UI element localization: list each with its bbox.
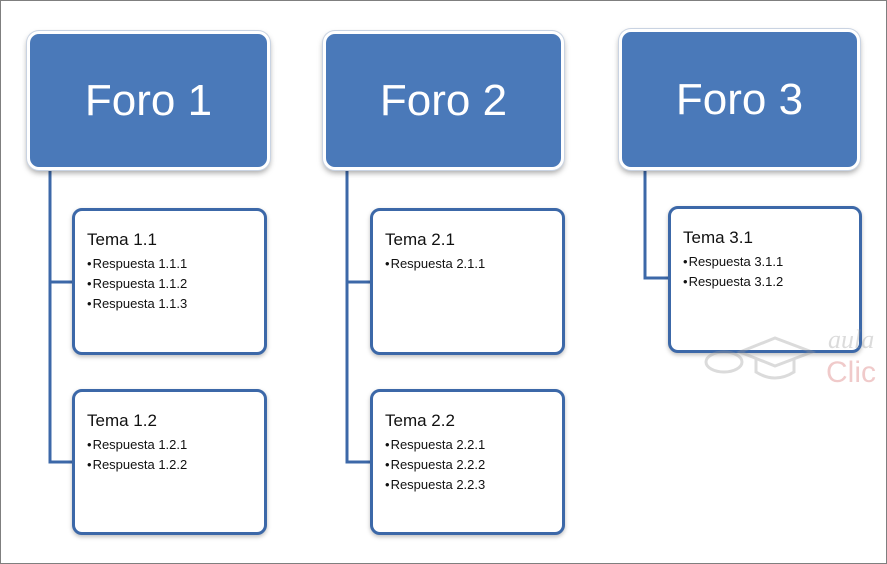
topic-box-2-1: Tema 2.1 Respuesta 2.1.1 bbox=[370, 208, 565, 355]
reply-item: Respuesta 1.2.1 bbox=[87, 435, 254, 455]
reply-item: Respuesta 3.1.1 bbox=[683, 252, 849, 272]
topic-title: Tema 2.2 bbox=[385, 411, 455, 430]
reply-item: Respuesta 3.1.2 bbox=[683, 272, 849, 292]
topic-box-1-1: Tema 1.1 Respuesta 1.1.1 Respuesta 1.1.2… bbox=[72, 208, 267, 355]
reply-item: Respuesta 1.1.1 bbox=[87, 254, 254, 274]
reply-item: Respuesta 2.1.1 bbox=[385, 254, 552, 274]
topic-title: Tema 3.1 bbox=[683, 228, 753, 247]
watermark-text-bottom: Clic bbox=[826, 356, 876, 389]
topic-title: Tema 2.1 bbox=[385, 230, 455, 249]
reply-item: Respuesta 2.2.3 bbox=[385, 475, 552, 495]
forum-box-1: Foro 1 bbox=[27, 31, 270, 170]
topic-box-1-2: Tema 1.2 Respuesta 1.2.1 Respuesta 1.2.2 bbox=[72, 389, 267, 535]
reply-item: Respuesta 2.2.1 bbox=[385, 435, 552, 455]
topic-title: Tema 1.1 bbox=[87, 230, 157, 249]
forum-title-1: Foro 1 bbox=[84, 75, 213, 125]
topic-box-3-1: Tema 3.1 Respuesta 3.1.1 Respuesta 3.1.2 bbox=[668, 206, 862, 353]
connector-foro1-tema1-2 bbox=[48, 282, 75, 464]
topic-title: Tema 1.2 bbox=[87, 411, 157, 430]
reply-item: Respuesta 1.2.2 bbox=[87, 455, 254, 475]
topic-box-2-2: Tema 2.2 Respuesta 2.2.1 Respuesta 2.2.2… bbox=[370, 389, 565, 535]
connector-foro2-tema2-2 bbox=[345, 282, 374, 464]
forum-box-2: Foro 2 bbox=[323, 31, 564, 170]
connector-foro3-tema3-1 bbox=[643, 168, 672, 280]
watermark-logo: aula Clic bbox=[704, 325, 876, 389]
watermark-text-top: aula bbox=[828, 325, 874, 354]
reply-item: Respuesta 1.1.2 bbox=[87, 274, 254, 294]
reply-item: Respuesta 1.1.3 bbox=[87, 294, 254, 314]
forum-box-3: Foro 3 bbox=[619, 29, 860, 170]
forum-title-3: Foro 3 bbox=[675, 74, 804, 124]
reply-item: Respuesta 2.2.2 bbox=[385, 455, 552, 475]
forum-title-2: Foro 2 bbox=[379, 75, 508, 125]
